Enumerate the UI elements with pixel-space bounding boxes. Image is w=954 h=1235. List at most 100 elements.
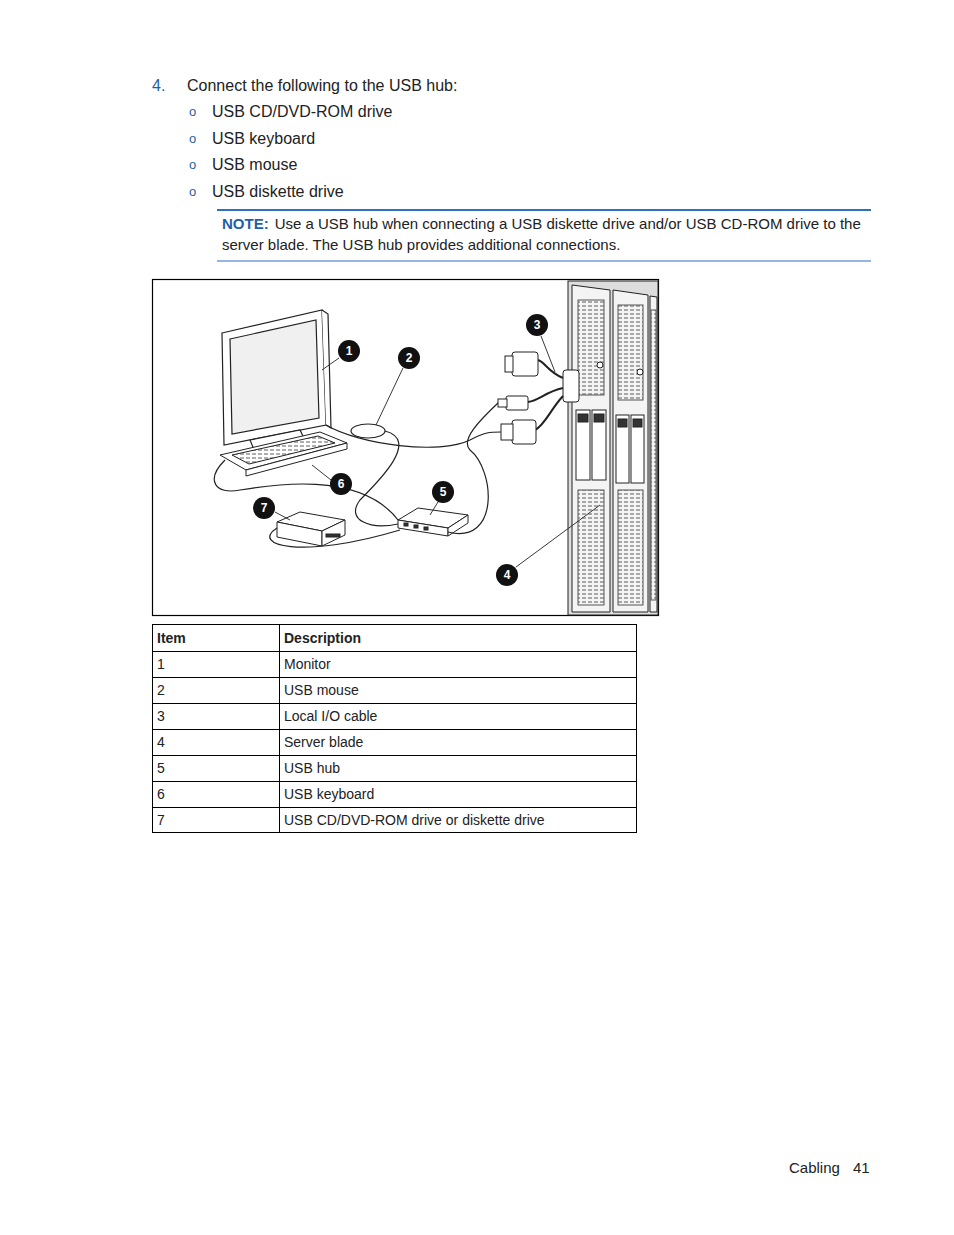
callout-number: 1 (338, 340, 360, 362)
usb-drive (277, 512, 345, 546)
table-grid-part (153, 625, 637, 833)
table-header: Item (157, 628, 186, 648)
note-rules-part (217, 261, 871, 262)
bullet-mark: o (189, 129, 196, 149)
bullet-text: USB CD/DVD-ROM drive (212, 102, 392, 122)
leader-lines (275, 336, 600, 567)
usb-hub-part (404, 523, 408, 526)
device-cables (214, 403, 501, 547)
server-blade-enclosure-part (568, 281, 658, 615)
callout-number: 3 (526, 314, 548, 336)
table-cell: 7 (157, 810, 165, 830)
table-grid-part (152, 677, 637, 678)
bullet-text: USB keyboard (212, 129, 315, 149)
local-io-cable-part (505, 356, 513, 372)
server-blade-enclosure-part (618, 305, 643, 400)
bullet-mark: o (189, 102, 196, 122)
server-blade-enclosure-part (637, 369, 643, 375)
server-blade-enclosure-part (613, 290, 648, 612)
table-cell: USB keyboard (284, 784, 374, 804)
table-grid-part (152, 781, 637, 782)
local-io-cable-part (498, 399, 507, 407)
step-number: 4. (152, 76, 165, 96)
usb-hub-part (414, 525, 418, 528)
table-grid-part (152, 729, 637, 730)
table-cell: 2 (157, 680, 165, 700)
server-blade-enclosure-part (592, 410, 606, 480)
local-io-cable (498, 352, 579, 444)
callout-number: 4 (496, 564, 518, 586)
bullet-mark: o (189, 155, 196, 175)
callout-number: 7 (253, 497, 275, 519)
device-cables-part (448, 403, 498, 534)
device-cables-part (326, 425, 501, 447)
local-io-cable-part (512, 420, 536, 444)
local-io-cable-part (501, 424, 513, 440)
note-text: Use a USB hub when connecting a USB disk… (222, 215, 861, 253)
table-cell: Server blade (284, 732, 363, 752)
table-cell: USB CD/DVD-ROM drive or diskette drive (284, 810, 545, 830)
server-blade-enclosure-part (631, 415, 644, 483)
table-grid-part (152, 651, 637, 652)
callout-number: 2 (398, 347, 420, 369)
usb-keyboard (220, 432, 347, 476)
leader-lines-part (430, 502, 438, 515)
table-cell: Local I/O cable (284, 706, 377, 726)
bullet-mark: o (189, 182, 196, 202)
server-blade-enclosure-part (633, 419, 642, 427)
usb-mouse (351, 424, 385, 438)
server-blade-enclosure-part (616, 415, 629, 483)
leader-lines-part (541, 336, 555, 372)
server-blade-enclosure-part (578, 414, 588, 422)
table-header: Description (284, 628, 361, 648)
local-io-cable-part (528, 388, 563, 402)
leader-lines-part (275, 512, 290, 520)
local-io-cable-part (506, 396, 528, 410)
page-number: 41 (853, 1158, 870, 1178)
table-cell: USB mouse (284, 680, 359, 700)
callout-number: 6 (330, 473, 352, 495)
leader-lines-part (376, 368, 403, 425)
device-cables-part (270, 528, 400, 547)
monitor (222, 310, 331, 452)
monitor-part (222, 310, 326, 445)
table-cell: 5 (157, 758, 165, 778)
monitor-part (230, 320, 319, 434)
usb-hub-part (398, 520, 448, 536)
local-io-cable-part (535, 396, 563, 430)
server-blade-enclosure-part (576, 410, 590, 480)
local-io-cable-part (563, 370, 579, 402)
device-cables-part (214, 460, 398, 520)
usb-hub (398, 508, 468, 536)
usb-hub-part (424, 527, 428, 530)
note-heading: NOTE: (222, 215, 269, 232)
usb-drive-part (326, 534, 340, 537)
step-text: Connect the following to the USB hub: (187, 76, 457, 96)
table-grid-part (279, 624, 280, 833)
usb-drive-part (277, 522, 322, 546)
table-cell: 3 (157, 706, 165, 726)
figure-frame (153, 280, 659, 616)
local-io-cable-part (538, 360, 563, 378)
table-cell: Monitor (284, 654, 331, 674)
table-cell: 4 (157, 732, 165, 752)
server-blade-enclosure-part (650, 296, 657, 612)
table-grid-part (152, 703, 637, 704)
server-blade-enclosure-part (651, 310, 656, 600)
server-blade-enclosure-part (618, 419, 627, 427)
table-cell: USB hub (284, 758, 340, 778)
leader-lines-part (516, 505, 600, 567)
note-box: NOTE:Use a USB hub when connecting a USB… (222, 213, 872, 255)
callout-number: 5 (432, 481, 454, 503)
server-blade-enclosure (568, 281, 658, 615)
footer-section: Cabling (789, 1158, 840, 1178)
table-grid-part (152, 807, 637, 808)
server-blade-enclosure-part (578, 300, 604, 395)
server-blade-enclosure-part (594, 414, 604, 422)
server-blade-enclosure-part (618, 490, 643, 605)
server-blade-enclosure-part (578, 490, 604, 605)
server-blade-enclosure-part (572, 285, 610, 612)
table-grid (152, 624, 637, 833)
server-blade-enclosure-part (597, 362, 603, 368)
